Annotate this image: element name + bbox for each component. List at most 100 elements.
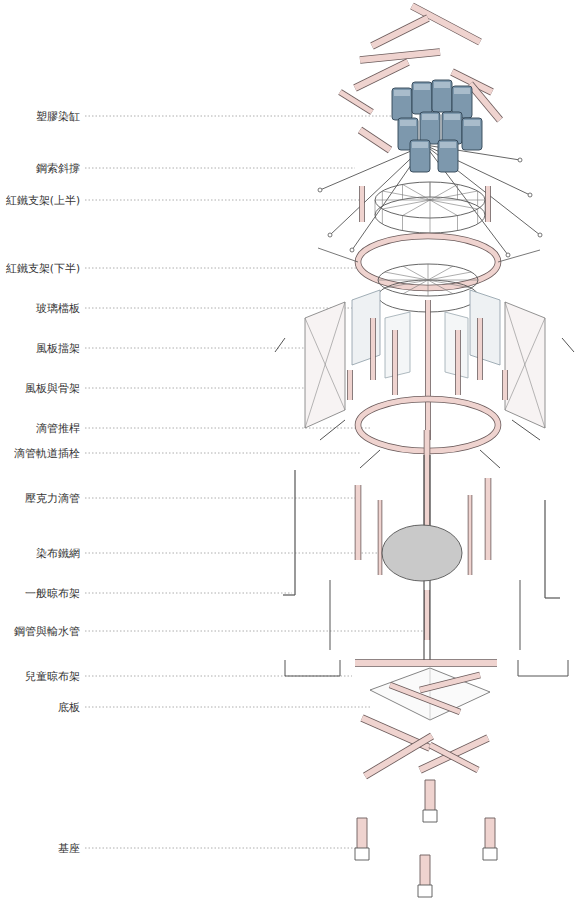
beam-outline xyxy=(355,62,408,88)
rod xyxy=(505,318,545,410)
rod xyxy=(430,200,458,216)
leader-line xyxy=(85,200,360,201)
dye-tank-top xyxy=(464,120,480,126)
rod xyxy=(305,318,345,410)
part-label: 兒童晾布架 xyxy=(25,669,80,683)
rod xyxy=(285,660,286,676)
leader-line xyxy=(85,348,305,349)
leader-line xyxy=(85,308,352,309)
rod xyxy=(505,302,545,428)
rod xyxy=(428,272,471,280)
dye-tank-top xyxy=(422,114,438,120)
rod xyxy=(305,302,345,428)
cable-end xyxy=(350,248,354,252)
dye-tank-top xyxy=(454,88,470,94)
dye-tank xyxy=(462,118,482,150)
beam xyxy=(425,590,429,640)
beam-outline xyxy=(347,370,353,400)
beam xyxy=(360,130,390,150)
rod xyxy=(568,660,569,676)
cable-end xyxy=(518,158,522,162)
rod xyxy=(283,594,295,595)
panel xyxy=(470,290,500,365)
rod xyxy=(318,248,358,262)
part-label: 風板擋架 xyxy=(36,341,80,355)
ring-outline xyxy=(358,236,498,288)
beam-outline xyxy=(360,52,440,60)
beam xyxy=(348,370,352,400)
rod xyxy=(545,597,560,598)
beam-outline xyxy=(430,745,478,770)
beam-outline xyxy=(359,186,365,222)
dye-tank xyxy=(442,112,462,144)
beam xyxy=(372,18,428,46)
beam-outline xyxy=(470,84,500,120)
rod xyxy=(385,272,428,280)
rod xyxy=(382,191,383,206)
part-label: 染布鐵網 xyxy=(36,546,80,560)
part-label: 壓克力滴管 xyxy=(25,491,80,505)
rod xyxy=(285,676,340,677)
rod xyxy=(428,280,453,294)
leader-line xyxy=(85,428,372,429)
leader-line xyxy=(85,388,305,389)
rod xyxy=(477,209,478,224)
beam xyxy=(355,660,497,666)
beam-outline xyxy=(340,92,372,112)
beam-outline xyxy=(372,18,428,46)
rod xyxy=(520,580,521,650)
dye-tank-top xyxy=(414,84,430,90)
dye-tank xyxy=(412,82,432,114)
rod xyxy=(512,420,540,440)
beam-outline xyxy=(355,659,497,667)
rod xyxy=(375,200,430,201)
rod xyxy=(498,250,540,262)
rod xyxy=(385,280,428,288)
rod xyxy=(428,280,429,296)
part-label: 鋼管與輸水管 xyxy=(14,624,80,638)
part-label: 風板與骨架 xyxy=(25,381,80,395)
rod xyxy=(294,470,295,595)
leader-line xyxy=(85,498,356,499)
rod xyxy=(382,191,430,200)
beam-outline xyxy=(468,495,473,575)
rod xyxy=(430,182,431,197)
beam-outline xyxy=(502,370,508,400)
base-foot xyxy=(418,885,432,897)
beam xyxy=(371,318,375,380)
frame-top xyxy=(375,197,485,233)
part-label: 鋼索斜撐 xyxy=(36,161,80,175)
rod xyxy=(430,218,431,233)
rod xyxy=(430,200,431,218)
part-label: 基座 xyxy=(58,841,80,855)
leader-line xyxy=(85,553,382,554)
dye-tank xyxy=(438,140,458,172)
beam-outline xyxy=(485,186,491,222)
dye-tank xyxy=(432,80,452,112)
rod xyxy=(518,660,519,676)
beam-outline xyxy=(477,318,483,380)
base-plate xyxy=(370,668,490,720)
part-label: 滴管推桿 xyxy=(36,421,80,435)
rod xyxy=(402,216,403,231)
rod xyxy=(544,500,545,598)
dye-tank xyxy=(420,112,440,144)
base-foot xyxy=(355,848,369,860)
beam-outline xyxy=(370,318,376,380)
dye-tank-top xyxy=(394,90,410,96)
rod xyxy=(457,216,458,231)
beam xyxy=(393,330,397,395)
rod xyxy=(457,184,458,199)
part-label: 滴管軌道插栓 xyxy=(14,446,80,460)
beam xyxy=(360,186,364,222)
part-label: 紅鐵支架(下半) xyxy=(6,261,80,275)
beam xyxy=(478,318,482,380)
beam-outline xyxy=(378,500,383,575)
rod xyxy=(480,450,500,468)
rod xyxy=(430,200,485,201)
beam xyxy=(486,186,490,222)
frame-bottom xyxy=(378,264,478,296)
beam-outline xyxy=(424,590,430,640)
base-foot xyxy=(483,848,497,860)
